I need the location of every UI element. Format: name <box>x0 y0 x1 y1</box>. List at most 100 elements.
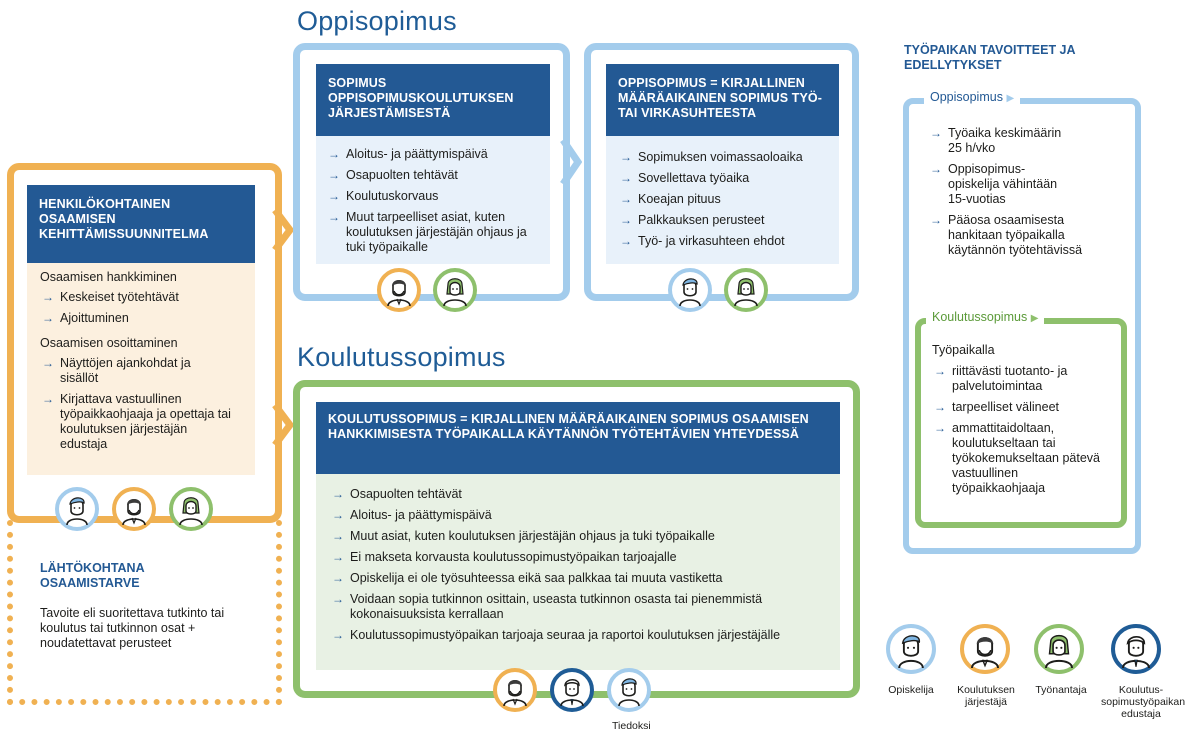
arrow-icon: → <box>328 168 340 182</box>
right-koulutussopimus-list: →riittävästi tuotanto- ja palvelutoimint… <box>932 364 1112 502</box>
triangle-right-icon: ▶ <box>1006 93 1015 104</box>
list-item: →Koulutuskorvaus <box>328 189 439 203</box>
triangle-right-icon: ▶ <box>1030 313 1039 324</box>
oppisopimus-heading: Oppisopimus <box>297 6 457 36</box>
list-item: →Keskeiset työtehtävät <box>42 290 179 304</box>
list-item: →Ajoittuminen <box>42 311 129 325</box>
legend-education-provider-avatar <box>960 624 1010 674</box>
student-icon <box>618 678 640 706</box>
arrow-icon: → <box>332 529 344 543</box>
hoks-group1-list: →Keskeiset työtehtävät →Ajoittuminen <box>40 290 250 326</box>
list-item: →Opiskelija ei ole työsuhteessa eikä saa… <box>332 571 723 585</box>
start-point-title: LÄHTÖKOHTANA OSAAMISTARVE <box>40 561 145 590</box>
sopimus-frame <box>293 43 570 301</box>
oppisopimus-title: OPPISOPIMUS = KIRJALLINEN MÄÄRÄAIKAINEN … <box>606 64 839 136</box>
education-provider-icon <box>387 279 411 306</box>
hoks-group1-title: Osaamisen hankkiminen <box>40 270 177 284</box>
employer-avatar <box>724 268 768 312</box>
list-item: →Voidaan sopia tutkinnon osittain, useas… <box>332 592 763 621</box>
legend-workplace-representative-avatar <box>1111 624 1161 674</box>
list-item: →Ei makseta korvausta koulutussopimustyö… <box>332 550 677 564</box>
legend-label-student: Opiskelija <box>888 684 934 696</box>
student-icon <box>898 634 924 668</box>
arrow-icon: → <box>328 147 340 161</box>
employer-icon <box>443 277 467 306</box>
arrow-icon: → <box>332 571 344 585</box>
arrow-icon: → <box>332 550 344 564</box>
arrow-icon: → <box>328 210 340 224</box>
oppisopimus-list: →Sopimuksen voimassaoloaika →Sovellettav… <box>618 150 836 255</box>
list-item: →Sopimuksen voimassaoloaika <box>620 150 803 164</box>
list-item: →Aloitus- ja päättymispäivä <box>328 147 488 161</box>
student-avatar <box>668 268 712 312</box>
list-item: →tarpeelliset välineet <box>934 400 1060 414</box>
employer-icon <box>1044 634 1074 668</box>
arrow-icon: → <box>42 356 54 370</box>
list-item: →Osapuolten tehtävät <box>328 168 458 182</box>
list-item: →Aloitus- ja päättymispäivä <box>332 508 492 522</box>
student-avatar <box>607 668 651 712</box>
arrow-icon: → <box>42 311 54 325</box>
arrow-icon: → <box>332 487 344 501</box>
employer-avatar <box>169 487 213 531</box>
arrow-icon: → <box>930 213 942 227</box>
arrow-icon: → <box>620 150 632 164</box>
list-item: →riittävästi tuotanto- ja palvelutoimint… <box>934 364 1068 393</box>
arrow-icon: → <box>332 592 344 606</box>
workplace-representative-icon <box>1121 635 1151 668</box>
list-item: →Koeajan pituus <box>620 192 721 206</box>
list-item: →Työ- ja virkasuhteen ehdot <box>620 234 785 248</box>
arrow-icon: → <box>332 508 344 522</box>
hoks-group2-list: →Näyttöjen ajankohdat ja sisällöt →Kirja… <box>40 356 250 452</box>
education-provider-icon <box>970 636 1000 668</box>
hoks-group2-title: Osaamisen osoittaminen <box>40 336 178 350</box>
education-provider-avatar <box>112 487 156 531</box>
legend-label-employer: Työnantaja <box>1035 684 1087 696</box>
arrow-icon: → <box>934 400 946 414</box>
hoks-frame-notch-lower <box>272 405 294 445</box>
arrow-icon: → <box>620 192 632 206</box>
arrow-icon: → <box>930 126 942 140</box>
arrow-icon: → <box>42 392 54 406</box>
list-item: →Sovellettava työaika <box>620 171 750 185</box>
sopimus-list: →Aloitus- ja päättymispäivä →Osapuolten … <box>326 147 544 261</box>
education-provider-avatar <box>493 668 537 712</box>
start-point-text: Tavoite eli suoritettava tutkinto tai ko… <box>40 606 225 650</box>
education-provider-avatar <box>377 268 421 312</box>
student-avatar <box>55 487 99 531</box>
list-item: →Osapuolten tehtävät <box>332 487 462 501</box>
list-item: →Näyttöjen ajankohdat ja sisällöt <box>42 356 191 385</box>
arrow-icon: → <box>42 290 54 304</box>
right-oppisopimus-tab: Oppisopimus ▶ <box>924 90 1021 104</box>
right-oppisopimus-frame <box>903 98 1141 554</box>
arrow-icon: → <box>934 421 946 435</box>
employer-icon <box>734 277 758 306</box>
workplace-representative-avatar <box>550 668 594 712</box>
arrow-icon: → <box>620 213 632 227</box>
hoks-title: HENKILÖKOHTAINEN OSAAMISEN KEHITTÄMISSUU… <box>27 185 255 263</box>
list-item: →ammattitaidoltaan, koulutukseltaan tai … <box>934 421 1101 495</box>
arrow-icon: → <box>930 162 942 176</box>
hoks-content: Osaamisen hankkiminen →Keskeiset työteht… <box>40 270 250 458</box>
oppisopimus-frame <box>584 43 859 301</box>
list-item: →Muut asiat, kuten koulutuksen järjestäj… <box>332 529 715 543</box>
arrow-icon: → <box>934 364 946 378</box>
arrow-icon: → <box>328 189 340 203</box>
arrow-icon: → <box>332 628 344 642</box>
tiedoksi-caption: Tiedoksi <box>612 720 651 732</box>
right-koulutussopimus-frame <box>915 318 1127 528</box>
legend-student-avatar <box>886 624 936 674</box>
list-item: →Koulutussopimustyöpaikan tarjoaja seura… <box>332 628 781 642</box>
koulutussopimus-list: →Osapuolten tehtävät →Aloitus- ja päätty… <box>330 487 830 649</box>
arrow-icon: → <box>620 171 632 185</box>
student-icon <box>679 278 701 306</box>
legend-label-education-provider: Koulutuksen järjestäjä <box>957 684 1015 708</box>
hoks-frame-notch <box>272 210 294 250</box>
legend-label-workplace-representative: Koulutus-sopimustyöpaikan edustaja <box>1101 684 1186 720</box>
koulutussopimus-title: KOULUTUSSOPIMUS = KIRJALLINEN MÄÄRÄAIKAI… <box>316 402 840 474</box>
list-item: →Työaika keskimäärin 25 h/vko <box>930 126 1062 155</box>
employer-avatar <box>433 268 477 312</box>
list-item: →Oppisopimus-opiskelija vähintään 15-vuo… <box>930 162 1058 206</box>
arrow-icon: → <box>620 234 632 248</box>
list-item: →Palkkauksen perusteet <box>620 213 765 227</box>
